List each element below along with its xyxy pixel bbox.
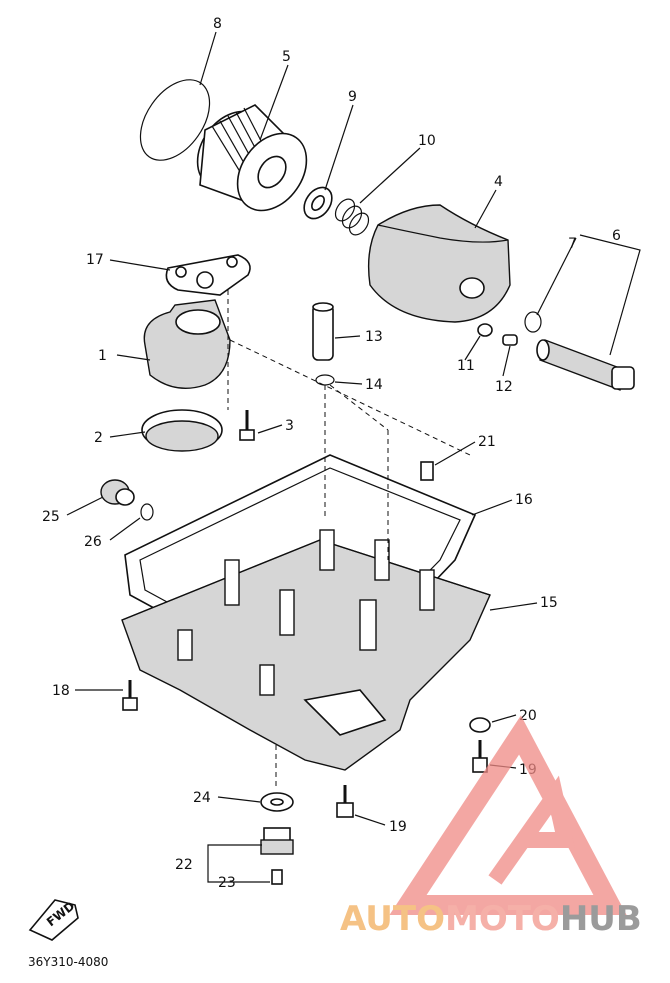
part-21-dowel (420, 461, 434, 481)
part-23-screw (271, 869, 283, 885)
callout-6: 6 (612, 228, 621, 244)
watermark-hub: HUB (560, 899, 642, 939)
part-26-o-ring (140, 503, 154, 521)
callout-15: 15 (540, 595, 558, 611)
part-18-bolt (122, 680, 138, 711)
part-1-strainer-housing (143, 299, 231, 389)
part-19-bolt-right (472, 740, 488, 773)
callout-18: 18 (52, 683, 70, 699)
watermark-logo-icon (389, 715, 627, 915)
callout-3: 3 (285, 418, 294, 434)
callout-22: 22 (175, 857, 193, 873)
leader-lines (66, 31, 641, 883)
callout-9: 9 (348, 89, 357, 105)
part-25-plug (100, 479, 135, 506)
callout-11: 11 (457, 358, 475, 374)
part-11-washer (477, 323, 493, 337)
callout-20: 20 (519, 708, 537, 724)
watermark-text: AUTOMOTOHUB (340, 899, 642, 939)
part-24-gasket (260, 792, 294, 812)
assembly-lines (227, 290, 471, 790)
callout-16: 16 (515, 492, 533, 508)
fwd-arrow-icon: FWD (28, 899, 79, 941)
part-6-relief-valve (536, 339, 635, 391)
watermark-auto: AUTO (340, 899, 445, 939)
callout-26: 26 (84, 534, 102, 550)
callout-13: 13 (365, 329, 383, 345)
part-4-filter-cover (367, 204, 511, 323)
callout-7: 7 (568, 236, 577, 252)
part-20-washer (469, 717, 491, 733)
callout-23: 23 (218, 875, 236, 891)
callout-5: 5 (282, 49, 291, 65)
watermark-moto: MOTO (445, 899, 560, 939)
part-7-o-ring (524, 311, 542, 333)
part-code: 36Y310-4080 (28, 955, 108, 969)
callout-14: 14 (365, 377, 383, 393)
part-5-oil-filter (196, 104, 308, 212)
part-15-oil-pan (121, 529, 491, 771)
part-13-pipe (312, 302, 334, 361)
callout-17: 17 (86, 252, 104, 268)
callout-8: 8 (213, 16, 222, 32)
callout-1: 1 (98, 348, 107, 364)
part-14-o-ring (315, 374, 335, 386)
part-19-bolt-bottom (336, 785, 354, 818)
callout-10: 10 (418, 133, 436, 149)
part-12-screw (502, 334, 518, 346)
part-10-spring (334, 198, 370, 236)
part-2-strainer (141, 409, 223, 452)
part-22-drain-plug (260, 827, 294, 855)
callout-4: 4 (494, 174, 503, 190)
part-9-washer (303, 186, 333, 220)
callout-21: 21 (478, 434, 496, 450)
callout-labels: 8 5 9 10 4 17 6 7 1 13 14 11 12 2 3 21 2… (42, 16, 621, 891)
callout-19-bottom: 19 (389, 819, 407, 835)
callout-24: 24 (193, 790, 211, 806)
part-3-bolt (239, 410, 255, 441)
callout-25: 25 (42, 509, 60, 525)
part-17-gasket (165, 254, 251, 296)
callout-12: 12 (495, 379, 513, 395)
callout-2: 2 (94, 430, 103, 446)
